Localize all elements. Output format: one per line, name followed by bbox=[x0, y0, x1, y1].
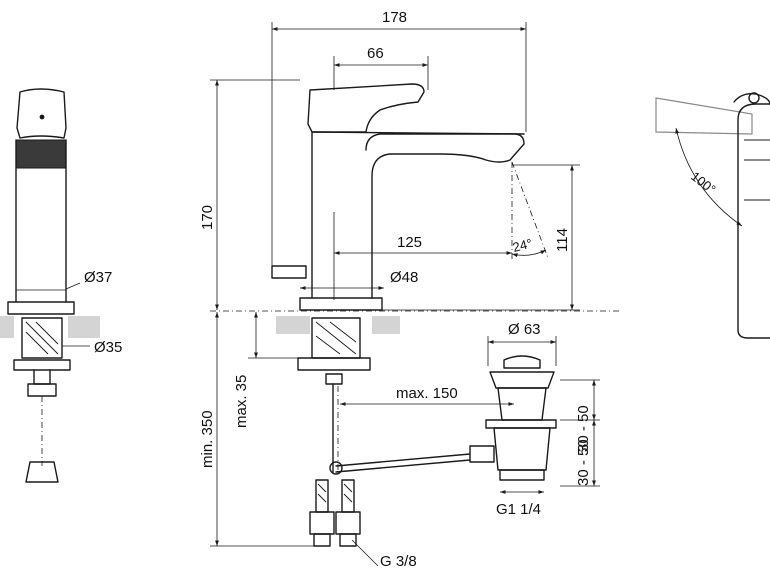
side-nut bbox=[13, 359, 71, 371]
aerator bbox=[15, 139, 67, 169]
dim-125-label: 125 bbox=[397, 234, 422, 251]
side-dia-label: Ø37 bbox=[84, 269, 112, 286]
dim-angle-arc bbox=[511, 249, 547, 258]
side-shank-label: Ø35 bbox=[94, 339, 122, 356]
dim-30-50-side-label: 30 - 50 bbox=[575, 405, 592, 452]
side-base-plate bbox=[7, 301, 75, 315]
dim-114-label: 114 bbox=[554, 228, 571, 252]
dim-max35-label: max. 35 bbox=[233, 375, 250, 428]
side-shank bbox=[21, 317, 63, 359]
rotation-view: 100° bbox=[655, 92, 770, 339]
linkage-clamp bbox=[329, 461, 343, 475]
waste-flange bbox=[489, 371, 555, 389]
front-lever-tip bbox=[271, 265, 307, 279]
front-counter-right bbox=[372, 316, 400, 334]
dim-max150-label: max. 150 bbox=[396, 385, 458, 402]
dim-48-label: Ø48 bbox=[390, 269, 418, 286]
dim-angle-label: 24° bbox=[511, 236, 534, 255]
side-handle-marker bbox=[39, 114, 45, 120]
dim-170-label: 170 bbox=[199, 205, 216, 230]
dim-63-label: Ø 63 bbox=[508, 321, 541, 338]
waste-thread-label: G1 1/4 bbox=[496, 501, 541, 518]
waste-side-port bbox=[469, 445, 495, 463]
side-handle bbox=[16, 88, 67, 139]
side-counter-left bbox=[0, 316, 14, 338]
front-counter-left bbox=[276, 316, 310, 334]
front-body bbox=[311, 131, 525, 299]
dim-66-label: 66 bbox=[367, 45, 384, 62]
dim-30-50-label: 30 - 50 bbox=[575, 439, 592, 486]
dim-min350-label: min. 350 bbox=[199, 410, 216, 468]
waste-tail bbox=[493, 427, 551, 471]
handle-body bbox=[737, 103, 770, 339]
popup-linkage bbox=[335, 453, 471, 467]
waste-assembly: Ø 63 max. 150 30 - 50 30 - 50 G1 1/4 bbox=[340, 321, 600, 518]
front-handle bbox=[307, 83, 425, 133]
front-nut bbox=[297, 357, 371, 371]
side-view: Ø37 Ø35 bbox=[0, 88, 122, 483]
side-counter-right bbox=[68, 316, 100, 338]
popup-plug bbox=[503, 355, 541, 369]
handle-open-outline bbox=[655, 97, 753, 135]
supply-hoses bbox=[315, 479, 355, 513]
side-body bbox=[15, 139, 67, 303]
supply-fittings bbox=[309, 511, 361, 535]
dim-178-label: 178 bbox=[382, 9, 407, 26]
rotation-arc bbox=[675, 127, 743, 227]
side-hose-fitting bbox=[25, 461, 59, 483]
front-view: 178 66 170 125 114 24° Ø48 bbox=[199, 9, 620, 570]
front-base-plate bbox=[299, 297, 383, 311]
supply-thread-label: G 3/8 bbox=[380, 553, 417, 570]
